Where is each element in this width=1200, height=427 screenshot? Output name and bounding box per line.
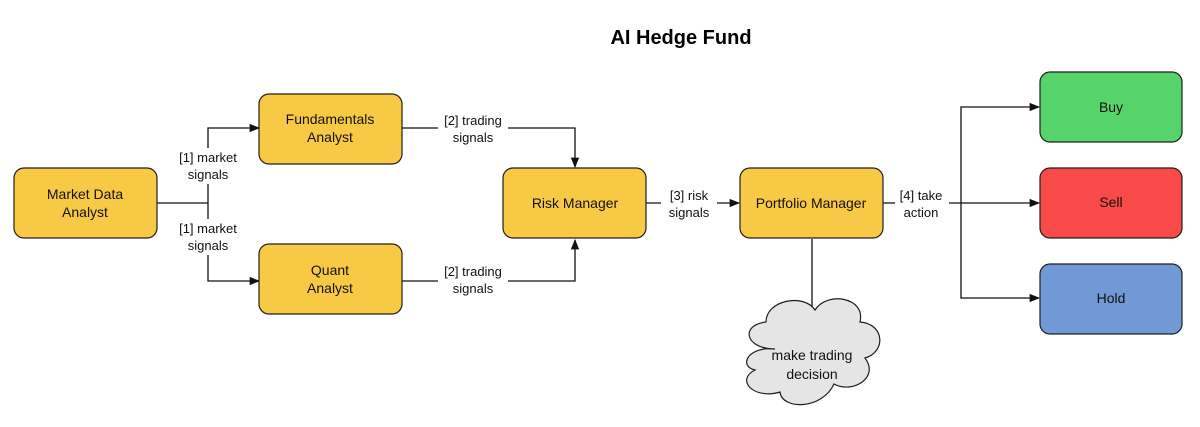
node-make-trading-decision-cloud[interactable]: make trading decision [746, 298, 881, 406]
edge-labels: [1] market signals [1] market signals [2… [174, 111, 949, 298]
cloud-label-line: make trading [772, 347, 853, 363]
node-label-line: Hold [1097, 290, 1126, 306]
edge-label-trading-signals-bottom: [2] trading signals [438, 262, 508, 298]
edge-label-line: signals [453, 130, 494, 145]
node-buy[interactable]: Buy [1039, 71, 1183, 143]
edge-label-line: [1] market [179, 221, 237, 236]
edge-label-line: signals [188, 238, 229, 253]
node-label-line: Analyst [307, 129, 353, 145]
cloud-shape [746, 298, 881, 406]
edge-label-line: [4] take [900, 188, 943, 203]
edge-label-line: signals [669, 205, 710, 220]
node-portfolio-manager[interactable]: Portfolio Manager [739, 167, 884, 239]
edge-label-trading-signals-top: [2] trading signals [438, 111, 508, 147]
edge-label-line: [2] trading [444, 113, 502, 128]
node-risk-manager[interactable]: Risk Manager [502, 167, 647, 239]
node-quant-analyst[interactable]: Quant Analyst [258, 243, 403, 315]
node-label-line: Sell [1099, 194, 1122, 210]
edge-portfolio-to-hold [960, 203, 1041, 303]
node-hold[interactable]: Hold [1039, 263, 1183, 335]
node-label-line: Risk Manager [532, 195, 619, 211]
node-label-line: Portfolio Manager [756, 195, 867, 211]
edge-label-take-action: [4] take action [895, 186, 949, 222]
node-label-line: Market Data [47, 186, 123, 202]
node-market-data-analyst[interactable]: Market Data Analyst [13, 167, 158, 239]
edge-label-line: signals [188, 167, 229, 182]
node-fundamentals-analyst[interactable]: Fundamentals Analyst [258, 93, 403, 165]
edge-label-line: action [904, 205, 939, 220]
node-label-line: Analyst [307, 280, 353, 296]
node-label-line: Analyst [62, 204, 108, 220]
node-label-line: Fundamentals [286, 111, 375, 127]
edge-label-market-signals-bottom: [1] market signals [174, 219, 242, 255]
edge-label-risk-signals: [3] risk signals [661, 186, 717, 222]
edge-label-line: [1] market [179, 150, 237, 165]
edge-label-line: [2] trading [444, 264, 502, 279]
edge-portfolio-to-buy [960, 102, 1041, 203]
edge-label-line: signals [453, 281, 494, 296]
node-label-line: Buy [1099, 99, 1123, 115]
edge-label-line: [3] risk [670, 188, 709, 203]
edge-label-market-signals-top: [1] market signals [174, 148, 242, 184]
diagram-title: AI Hedge Fund [610, 27, 751, 49]
node-sell[interactable]: Sell [1039, 167, 1183, 239]
node-label-line: Quant [311, 262, 349, 278]
cloud-label-line: decision [786, 366, 837, 382]
